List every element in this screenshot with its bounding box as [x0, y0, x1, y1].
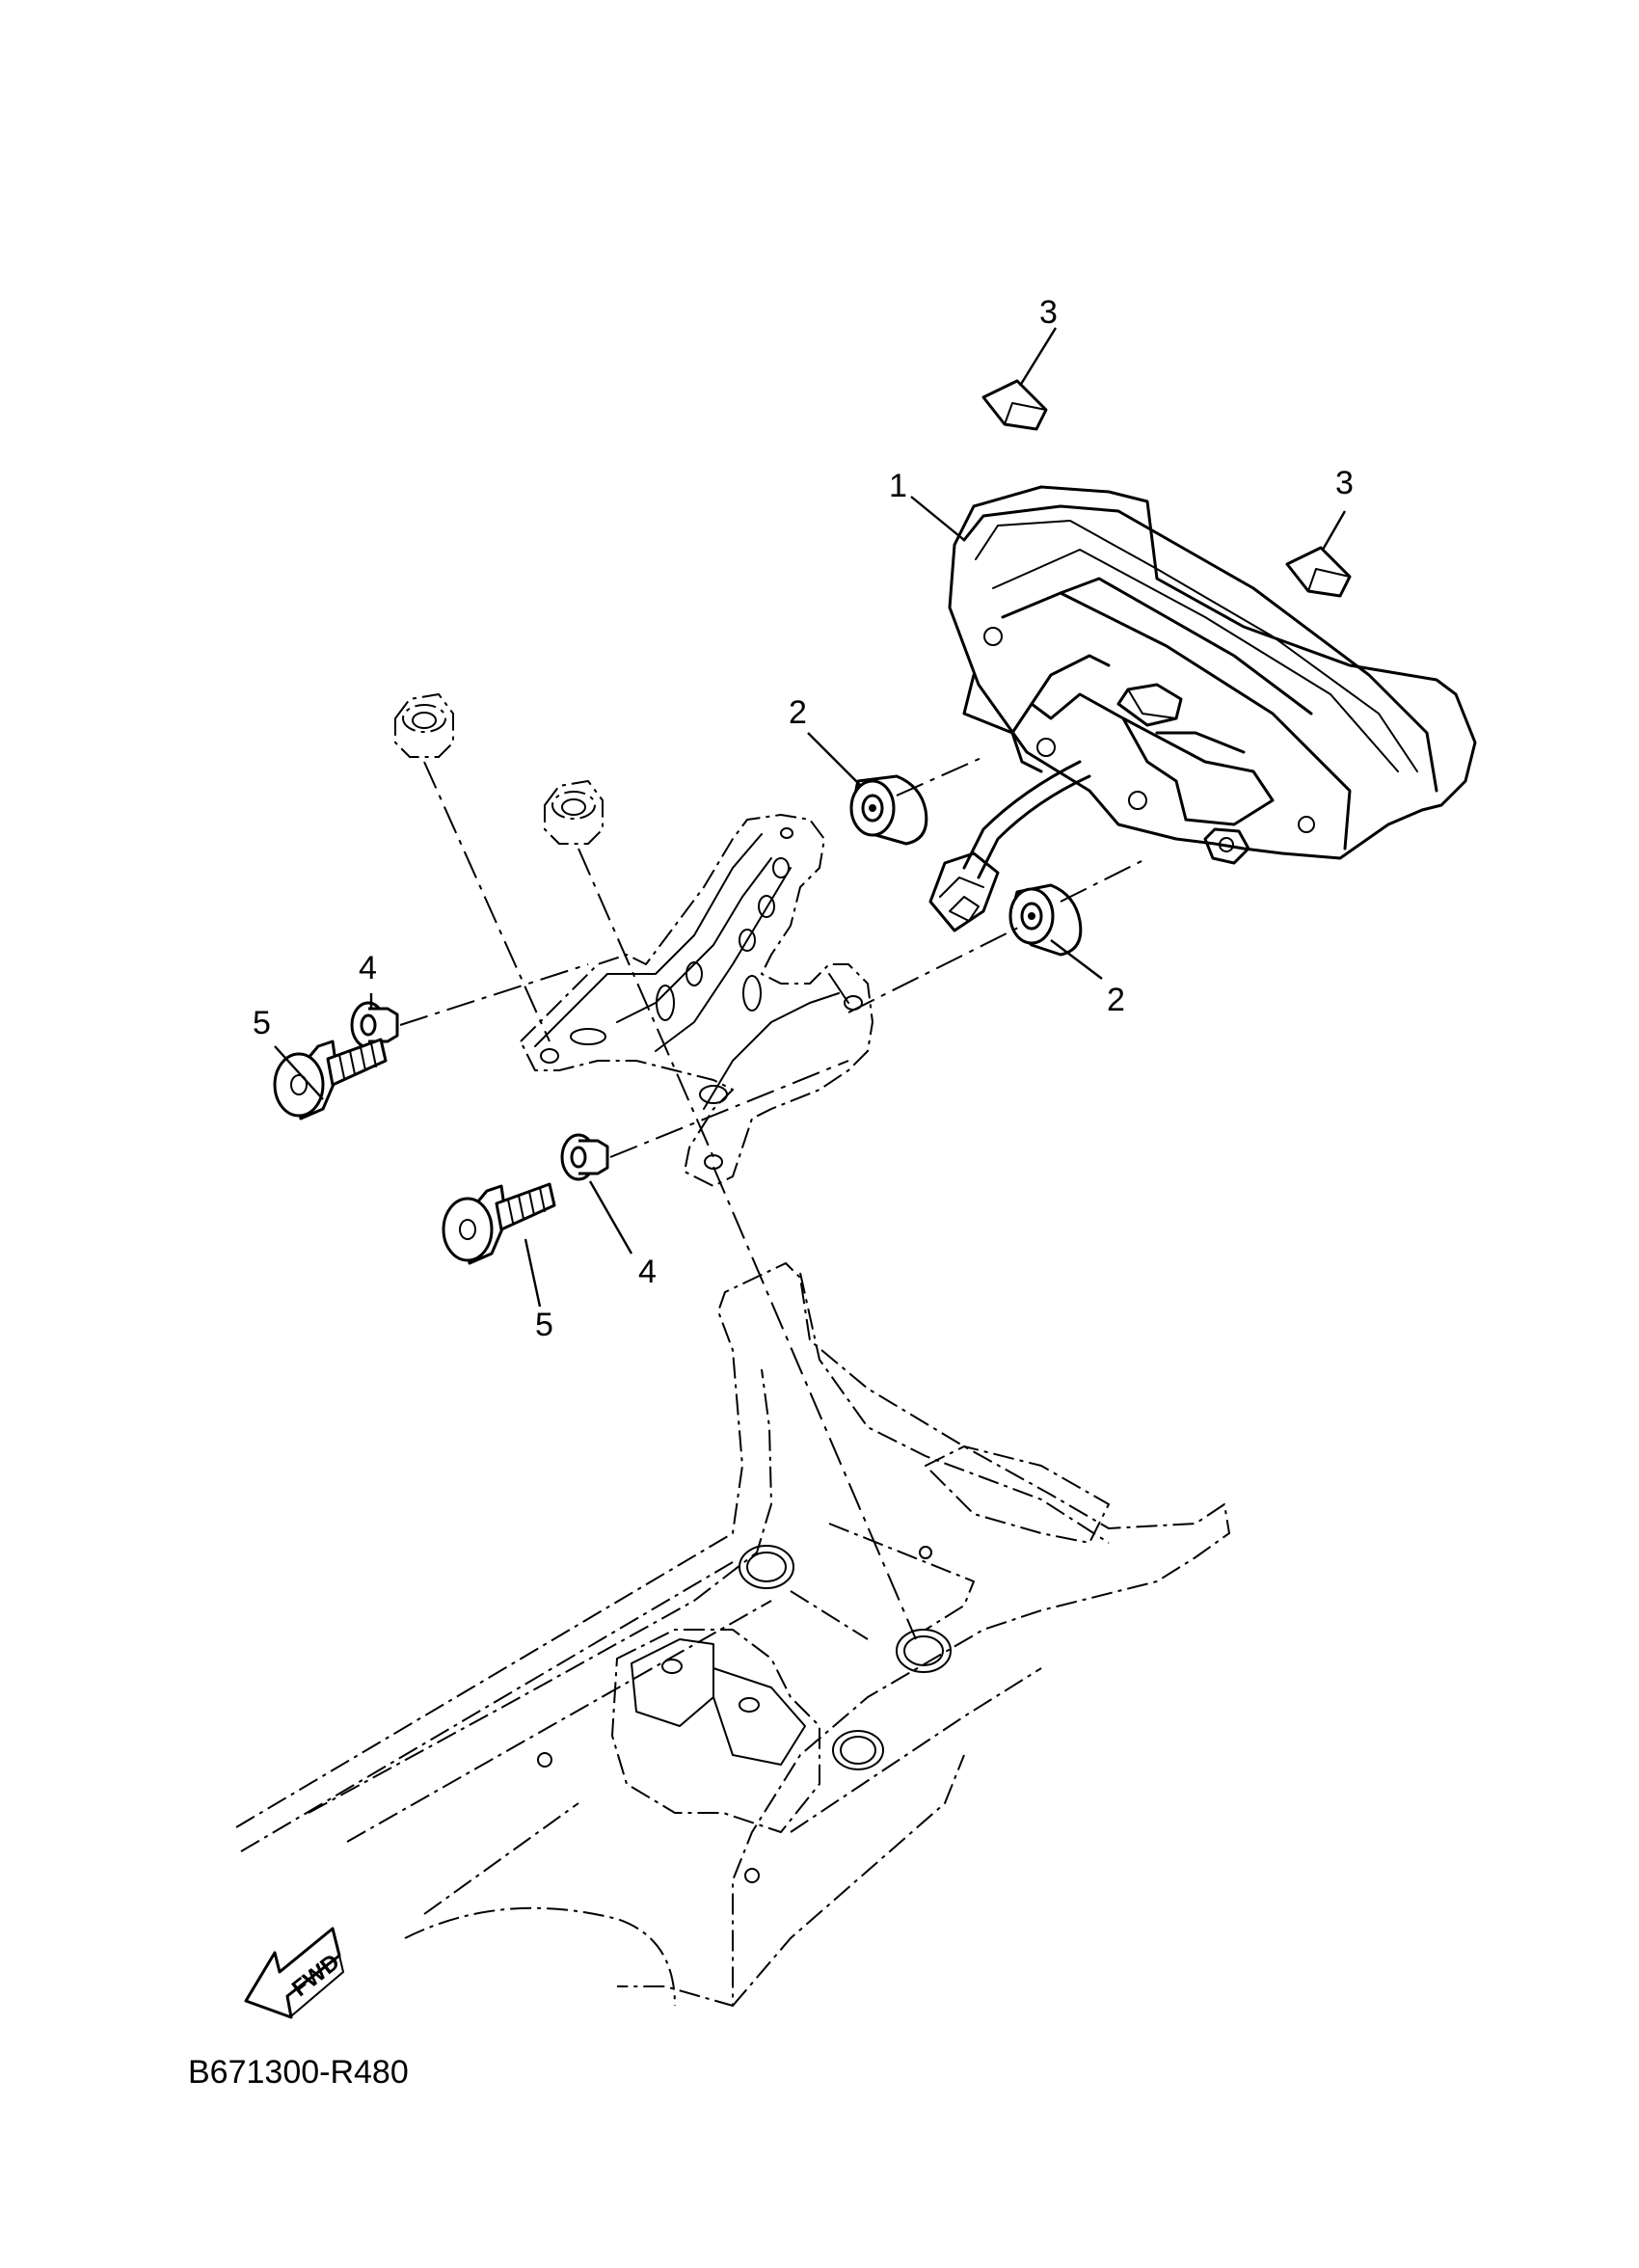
- callout-5-lower: 5: [535, 1307, 553, 1343]
- callout-2-lower: 2: [1107, 982, 1125, 1018]
- meter-assembly: [928, 485, 1477, 932]
- bolt-upper: [273, 1038, 388, 1120]
- assembly-lines: [399, 756, 1148, 1640]
- sticker-upper: [981, 379, 1048, 431]
- callout-3-upper: 3: [1039, 294, 1058, 331]
- grommet-lower: [1008, 883, 1083, 957]
- callout-4-lower: 4: [638, 1254, 657, 1290]
- nut-right: [544, 780, 604, 845]
- meter-bracket: [520, 814, 873, 1187]
- leader-lines: [274, 327, 1347, 1308]
- sticker-right: [1285, 546, 1352, 598]
- grommet-upper: [849, 774, 928, 846]
- bolt-lower: [442, 1182, 556, 1265]
- callout-5-upper: 5: [253, 1005, 271, 1041]
- callout-1: 1: [889, 468, 907, 504]
- washer-lower: [560, 1133, 609, 1181]
- fwd-arrow-icon: FWD: [244, 1927, 345, 2019]
- callouts: 3 3 1 2 2 4 5 4 5: [253, 294, 1354, 1343]
- nut-left: [394, 693, 454, 758]
- callout-2-upper: 2: [789, 694, 807, 731]
- callout-4-upper: 4: [359, 950, 377, 986]
- frame-panel: [235, 1262, 1230, 2007]
- diagram-code: B671300-R480: [188, 2054, 409, 2091]
- callout-3-right: 3: [1335, 465, 1354, 501]
- washer-upper: [350, 1001, 399, 1049]
